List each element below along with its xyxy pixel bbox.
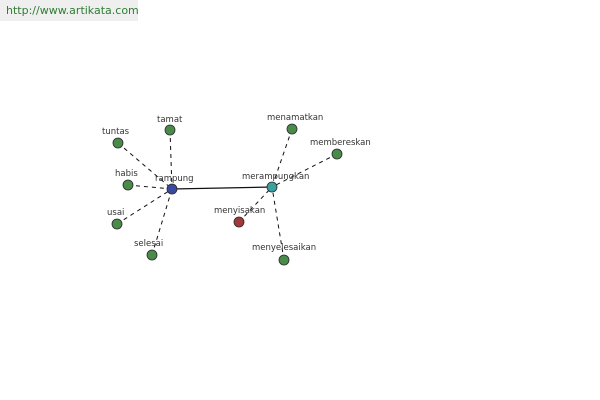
edge-membereskan-merampungkan: [271, 153, 338, 188]
node-merampungkan[interactable]: [266, 181, 278, 193]
node-label-selesai[interactable]: selesai: [134, 239, 163, 249]
node-usai[interactable]: [111, 218, 123, 230]
node-label-habis[interactable]: habis: [115, 169, 138, 179]
site-url-link[interactable]: http://www.artikata.com: [6, 4, 139, 17]
graph-edges: [116, 128, 338, 261]
node-label-merampungkan[interactable]: merampungkan: [242, 172, 309, 182]
node-tamat[interactable]: [164, 124, 176, 136]
node-label-menyelesaikan[interactable]: menyelesaikan: [252, 243, 316, 253]
node-label-membereskan[interactable]: membereskan: [310, 138, 371, 148]
edge-tuntas-rampung: [117, 142, 173, 190]
edge-habis-rampung: [127, 184, 173, 190]
node-label-usai[interactable]: usai: [107, 208, 124, 218]
graph-nodes: [111, 123, 343, 266]
node-label-tamat[interactable]: tamat: [157, 115, 183, 125]
edge-menamatkan-merampungkan: [271, 128, 293, 188]
site-header-bar: http://www.artikata.com: [0, 0, 139, 21]
node-menamatkan[interactable]: [286, 123, 298, 135]
node-habis[interactable]: [122, 179, 134, 191]
node-label-rampung[interactable]: rampung: [155, 174, 194, 184]
node-tuntas[interactable]: [112, 137, 124, 149]
node-menyelesaikan[interactable]: [278, 254, 290, 266]
edge-selesai-rampung: [151, 188, 173, 256]
node-label-menyisakan[interactable]: menyisakan: [214, 206, 265, 216]
edge-usai-rampung: [116, 188, 173, 225]
edge-tamat-rampung: [169, 129, 173, 190]
node-menyisakan[interactable]: [233, 216, 245, 228]
node-selesai[interactable]: [146, 249, 158, 261]
edge-rampung-merampungkan: [171, 186, 273, 190]
node-membereskan[interactable]: [331, 148, 343, 160]
graph-labels: rampung merampungkan tamat tuntas habis usai s…: [102, 113, 371, 253]
node-rampung[interactable]: [166, 183, 178, 195]
edge-menyisakan-merampungkan: [238, 186, 273, 223]
node-label-tuntas[interactable]: tuntas: [102, 127, 130, 137]
node-label-menamatkan[interactable]: menamatkan: [267, 113, 323, 123]
